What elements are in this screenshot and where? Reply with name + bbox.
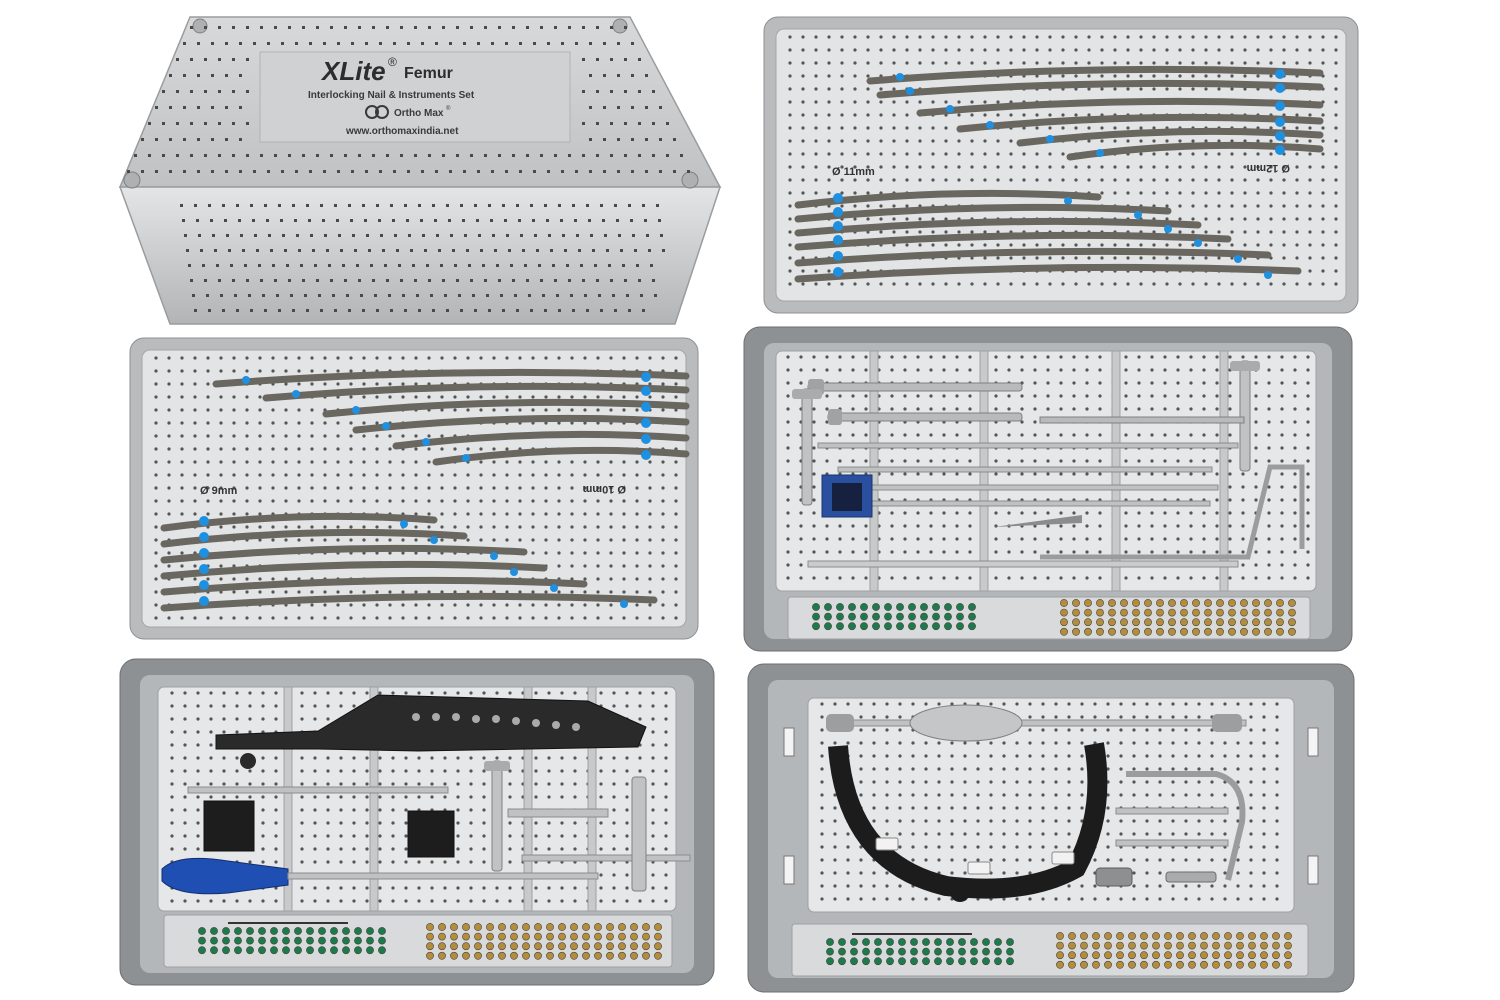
bent-guide-wire [1040, 464, 1305, 560]
intramedullary-nail [1016, 127, 1324, 147]
nut-icon [1095, 867, 1133, 887]
drill-guide [1115, 807, 1229, 815]
locking-screws [198, 927, 386, 955]
tray-floor [775, 28, 1347, 302]
arc-aiming-guide [828, 742, 1108, 899]
jig-knob-icon [240, 753, 256, 769]
t-handle [792, 388, 822, 506]
lid-maker: Ortho Max [394, 108, 444, 119]
intramedullary-nail [160, 528, 468, 548]
curved-awl [1126, 771, 1246, 881]
jig-holes [412, 713, 580, 731]
lid-label-plate [259, 51, 571, 143]
intramedullary-nail [322, 398, 690, 418]
nail-row-upper [212, 368, 690, 466]
reamer-blade [994, 515, 1082, 527]
arc-knob-icon [950, 882, 970, 902]
diameter-label-right: Ø 10mm [582, 483, 626, 495]
diameter-label-left: Ø 9mm [200, 485, 238, 497]
lid-website: www.orthomaxindia.net [345, 126, 459, 137]
nail-tray-11-12: Ø 11mm Ø 12mm [762, 15, 1360, 315]
t-handle-awl [1230, 360, 1260, 472]
awl-shaft [1039, 416, 1245, 424]
lid-subtitle: Interlocking Nail & Instruments Set [308, 90, 475, 101]
intramedullary-nail [956, 113, 1324, 133]
intramedullary-nail [794, 247, 1272, 267]
intramedullary-nail [160, 592, 658, 612]
intramedullary-nail [794, 263, 1302, 283]
ratchet-shaft [631, 776, 647, 892]
intramedullary-nail [432, 446, 690, 466]
aiming-jig-arm [215, 694, 647, 752]
diameter-label-right: Ø 12mm [1246, 162, 1290, 174]
intramedullary-nail [262, 382, 690, 402]
guide-sleeve [507, 808, 609, 818]
instrument-case-jig [118, 657, 716, 987]
slot-box [407, 810, 455, 858]
drill-guide [1115, 839, 1229, 847]
guide-rod [827, 409, 1023, 425]
case-lid-panel: XLite ® Femur Interlocking Nail & Instru… [110, 12, 730, 327]
nail-tray-9-10: Ø 9mm Ø 10mm [128, 336, 700, 641]
nail-row-lower [794, 189, 1302, 283]
long-rod [817, 442, 1239, 449]
locking-screws [812, 603, 976, 631]
screw-rack [163, 914, 673, 968]
intramedullary-nail [160, 544, 528, 564]
lid-maker-mark: ® [446, 105, 451, 112]
slot-box [203, 800, 255, 852]
instrument-case-arc [746, 662, 1356, 994]
nail-row-lower [160, 512, 658, 612]
intramedullary-nail [794, 189, 1102, 209]
drill-sleeve [187, 786, 449, 794]
intramedullary-nail [1066, 141, 1324, 161]
intramedullary-nail [160, 512, 438, 532]
t-handle [484, 760, 510, 872]
orthomax-logo-icon [365, 105, 389, 119]
screw-rack [787, 596, 1311, 640]
locking-screws [426, 923, 662, 960]
lid-brand: XLite [320, 56, 386, 86]
drill-bit [837, 500, 1211, 507]
intramedullary-nail [212, 368, 690, 388]
tray-dividers [283, 686, 597, 912]
nail-row-upper [866, 65, 1324, 161]
intramedullary-nail [876, 79, 1324, 99]
instrument-case-reamers [742, 325, 1354, 653]
intramedullary-nail [392, 430, 690, 450]
slide-hammer [826, 704, 1247, 742]
diameter-label-left: Ø 11mm [832, 166, 875, 178]
locking-screws [826, 938, 1014, 966]
lid-product: Femur [404, 65, 453, 82]
intramedullary-nail [794, 217, 1202, 237]
intramedullary-nail [866, 65, 1324, 85]
lid-front-face [118, 186, 722, 325]
locking-screws [1060, 599, 1296, 636]
intramedullary-nail [160, 576, 588, 596]
bolt-icon [1165, 871, 1217, 883]
intramedullary-nail [916, 97, 1324, 117]
arc-guide-blocks [875, 837, 1075, 875]
intramedullary-nail [352, 414, 690, 434]
locking-screws [1056, 932, 1292, 969]
screwdriver-handle-icon [161, 857, 599, 895]
drill-bit [837, 484, 1219, 491]
lid-registered-mark: ® [388, 55, 397, 69]
intramedullary-nail [160, 560, 548, 580]
long-shaft [521, 854, 691, 862]
long-rod [837, 466, 1213, 473]
ruler [807, 560, 1239, 568]
intramedullary-nail [794, 203, 1172, 223]
intramedullary-nail [794, 231, 1232, 251]
